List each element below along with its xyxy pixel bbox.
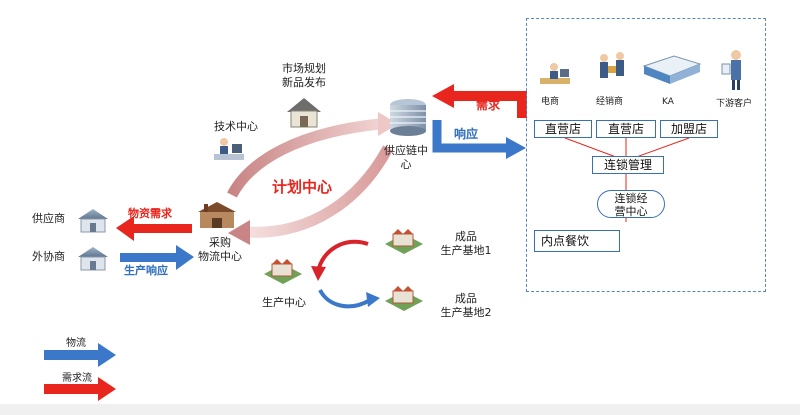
factory-icon-production	[264, 259, 302, 284]
outsourcer-label: 外协商	[32, 250, 65, 263]
production-cycle-blue-head	[366, 292, 380, 307]
production-center-label: 生产中心	[262, 296, 306, 309]
planning-center-label: 计划中心	[272, 178, 333, 196]
demand-arrow-body	[452, 91, 527, 118]
factory-icon-base1	[385, 229, 423, 254]
house-icon	[287, 98, 321, 128]
cycle-arrowhead-upper	[378, 112, 398, 136]
distributor-icon	[600, 52, 624, 78]
store-direct-1: 直营店	[534, 120, 592, 138]
store-direct-2: 直营店	[596, 120, 656, 138]
production-cycle-red	[316, 239, 369, 273]
production-cycle-red-head	[311, 266, 326, 281]
material-demand-label: 物资需求	[128, 207, 172, 220]
demand-arrowhead	[432, 84, 454, 108]
warehouse-icon	[198, 202, 236, 228]
supplier-label: 供应商	[32, 212, 65, 225]
legend-logistics-arrowhead	[98, 343, 116, 367]
legend-demand-label: 需求流	[62, 373, 92, 384]
channel-customer-label: 下游客户	[716, 99, 753, 109]
material-demand-arrow-body	[132, 224, 192, 233]
base2-label: 成品 生产基地2	[440, 292, 492, 319]
legend-demand-arrowhead	[98, 377, 116, 401]
production-response-arrowhead	[176, 245, 194, 270]
production-response-arrow-body	[120, 253, 178, 262]
demand-label: 需求	[476, 98, 501, 112]
dining-box: 内点餐饮	[534, 230, 620, 252]
material-demand-arrowhead	[116, 216, 134, 241]
factory-icon-base2	[385, 286, 423, 311]
cycle-arc-upper	[227, 118, 381, 198]
footer-strip	[0, 404, 800, 415]
production-cycle-blue	[318, 288, 372, 309]
production-response-label: 生产响应	[124, 264, 168, 277]
channel-ka-label: KA	[662, 97, 674, 107]
response-arrowhead	[506, 137, 526, 159]
ecommerce-icon	[540, 63, 570, 84]
customer-icon	[721, 50, 741, 90]
chain-operations-box: 连锁经 营中心	[597, 190, 665, 218]
ka-store-icon	[642, 55, 702, 84]
channel-distributor-label: 经销商	[596, 97, 624, 107]
legend-logistics-arrow-body	[44, 350, 100, 360]
market-planning-label: 市场规划 新品发布	[282, 62, 326, 89]
supplier-house-icon	[78, 209, 108, 233]
tech-center-label: 技术中心	[214, 120, 258, 133]
technician-icon	[214, 138, 244, 160]
response-arrow-body	[432, 120, 508, 153]
store-franchise: 加盟店	[660, 120, 718, 138]
chain-management-box: 连锁管理	[592, 156, 664, 174]
legend-logistics-label: 物流	[66, 338, 86, 349]
cycle-arc-lower	[245, 145, 393, 238]
outsourcer-house-icon	[78, 247, 108, 271]
channel-ecommerce-label: 电商	[541, 97, 560, 107]
base1-label: 成品 生产基地1	[440, 230, 492, 257]
supply-chain-label: 供应链中 心	[384, 144, 428, 171]
building-icon	[390, 99, 426, 136]
downstream-region	[526, 18, 766, 292]
legend-demand-arrow-body	[44, 384, 100, 394]
purchasing-label: 采购 物流中心	[198, 236, 242, 263]
response-label: 响应	[454, 127, 479, 141]
cycle-arrowhead-lower	[228, 220, 250, 245]
